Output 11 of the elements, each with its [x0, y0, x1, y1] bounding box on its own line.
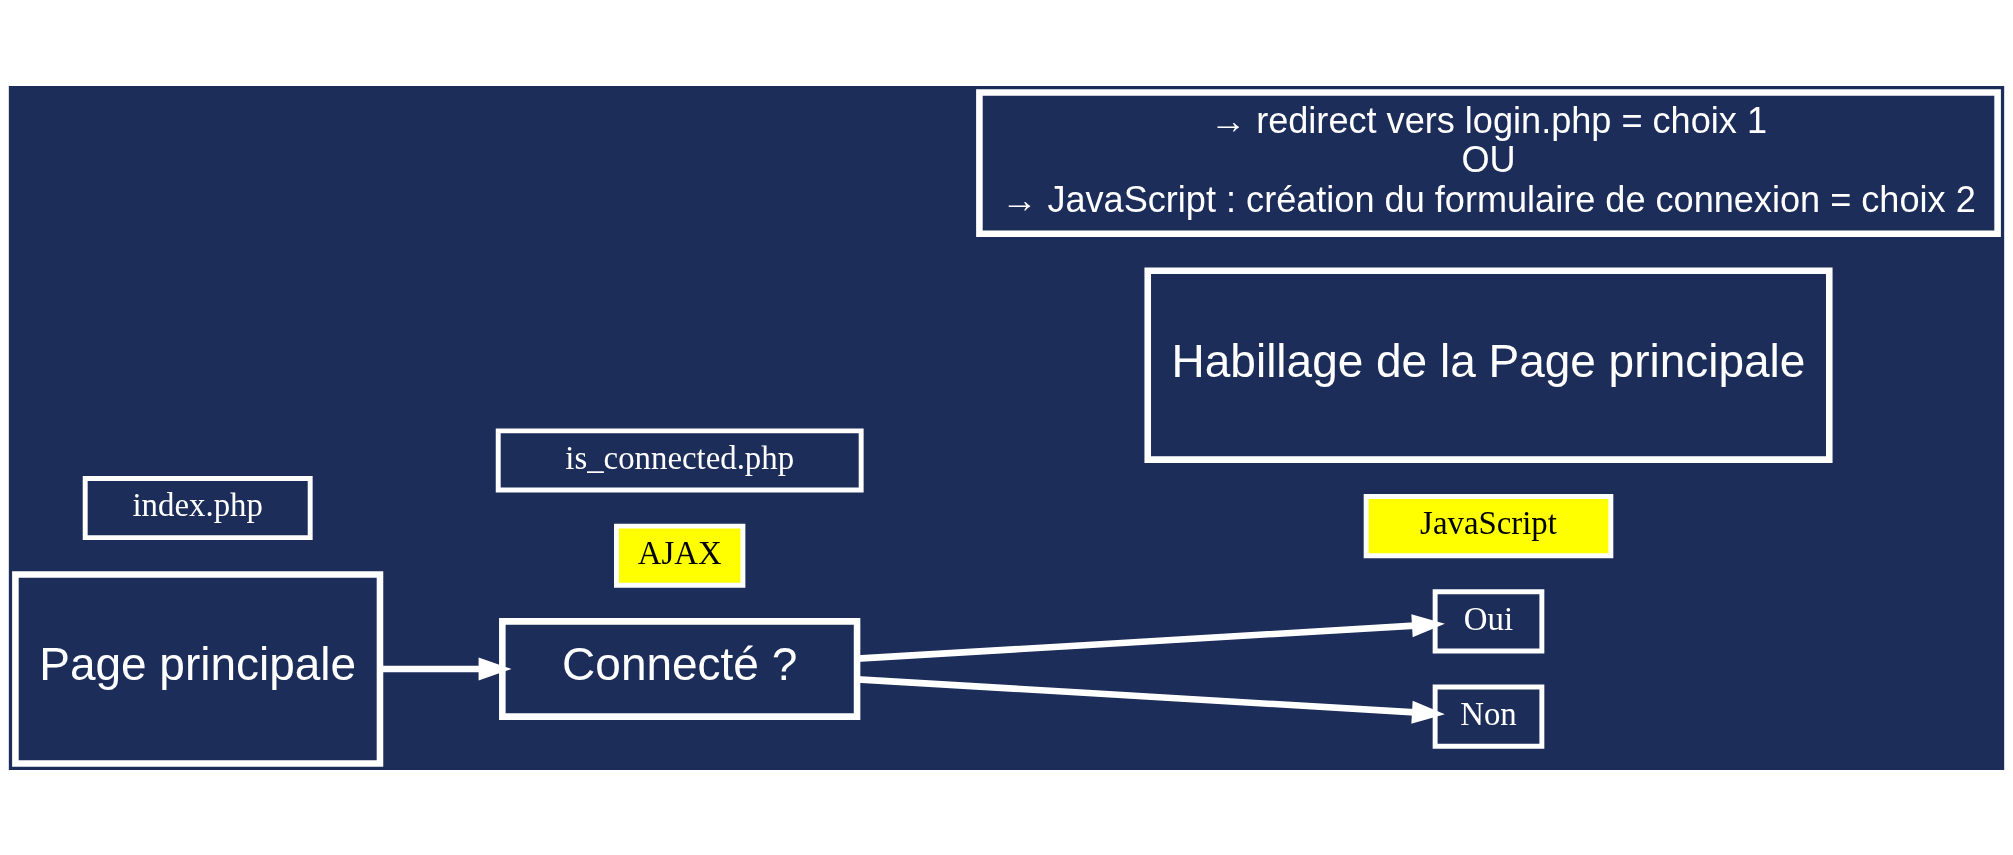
node-box: Connecté ? — [499, 617, 861, 720]
node-box: index.php — [82, 475, 313, 540]
node-box: Oui — [1432, 588, 1545, 653]
node-box: is_connected.php — [495, 427, 864, 492]
arrow — [380, 656, 512, 681]
node-box: Page principale — [12, 570, 384, 767]
node-box: Non — [1432, 684, 1545, 749]
node-box: Habillage de la Page principale — [1144, 266, 1833, 463]
node-box: → redirect vers login.php = choix 1 OU → JavaScript : création du formulaire de connexion = choix 2 — [976, 88, 2001, 237]
node-box: JavaScript — [1363, 493, 1614, 558]
node-box: AJAX — [614, 523, 746, 588]
